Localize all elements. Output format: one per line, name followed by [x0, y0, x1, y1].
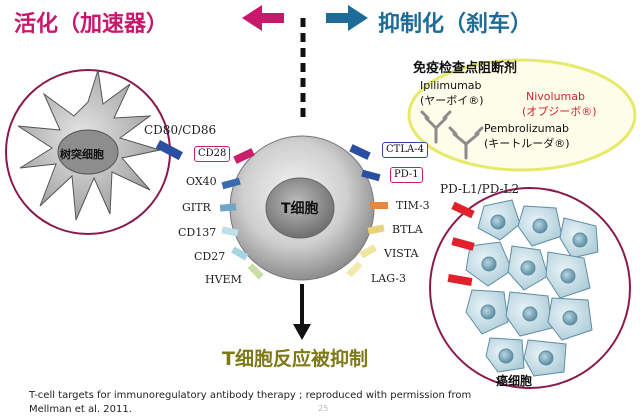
inhibition-title: 抑制化（刹车） [378, 12, 533, 37]
figure-caption-line2: Mellman et al. 2011. [29, 404, 132, 415]
nivolumab-brand: (オプジーボ®) [522, 105, 597, 118]
ctla4-label: CTLA-4 [382, 142, 428, 158]
inhibition-arrow [326, 5, 368, 31]
ox40-label: OX40 [186, 175, 217, 188]
pd-l1-pd-l2-label: PD-L1/PD-L2 [440, 182, 520, 196]
t-cell-body [229, 135, 375, 281]
checkpoint-inhibitor-title: 免疫检查点阻断剂 [413, 61, 518, 76]
pd1-label: PD-1 [390, 167, 423, 183]
ipilimumab-name: Ipilimumab [420, 79, 482, 92]
figure-caption-line1: T-cell targets for immunoregulatory anti… [29, 390, 472, 401]
page-number: 25 [318, 404, 329, 413]
right-receptor-stubs [346, 144, 388, 278]
t-cell-label: T细胞 [281, 201, 319, 217]
pd-l1-ligands [447, 201, 475, 287]
activation-title: 活化（加速器） [14, 12, 169, 37]
gitr-label: GITR [182, 201, 211, 214]
nivolumab-name: Nivolumab [526, 90, 585, 103]
cd28-label: CD28 [194, 146, 231, 162]
vista-label: VISTA [384, 247, 419, 260]
dendritic-cell-body [17, 69, 161, 221]
pembrolizumab-brand: (キートルーダ®) [484, 137, 570, 150]
dendritic-cell-label: 树突细胞 [60, 148, 104, 161]
btla-label: BTLA [392, 223, 423, 236]
cd80-cd86-ligand [155, 140, 183, 161]
antibody-icon [448, 126, 484, 160]
cancer-cells [465, 199, 599, 377]
activation-arrow [242, 5, 284, 31]
lag3-label: LAG-3 [371, 272, 406, 285]
cancer-cell-label: 癌细胞 [496, 374, 533, 388]
hvem-label: HVEM [205, 273, 242, 286]
downward-arrow [293, 284, 311, 340]
pembrolizumab-name: Pembrolizumab [484, 122, 570, 135]
antibody-icon [420, 110, 452, 144]
cd27-label: CD27 [194, 250, 226, 263]
tim3-label: TIM-3 [396, 199, 430, 212]
cd80-cd86-label: CD80/CD86 [144, 123, 217, 137]
ipilimumab-brand: (ヤーボイ®) [420, 94, 484, 107]
result-title: T细胞反应被抑制 [222, 348, 368, 370]
cd137-label: CD137 [178, 226, 217, 239]
left-receptor-stubs [219, 148, 264, 280]
